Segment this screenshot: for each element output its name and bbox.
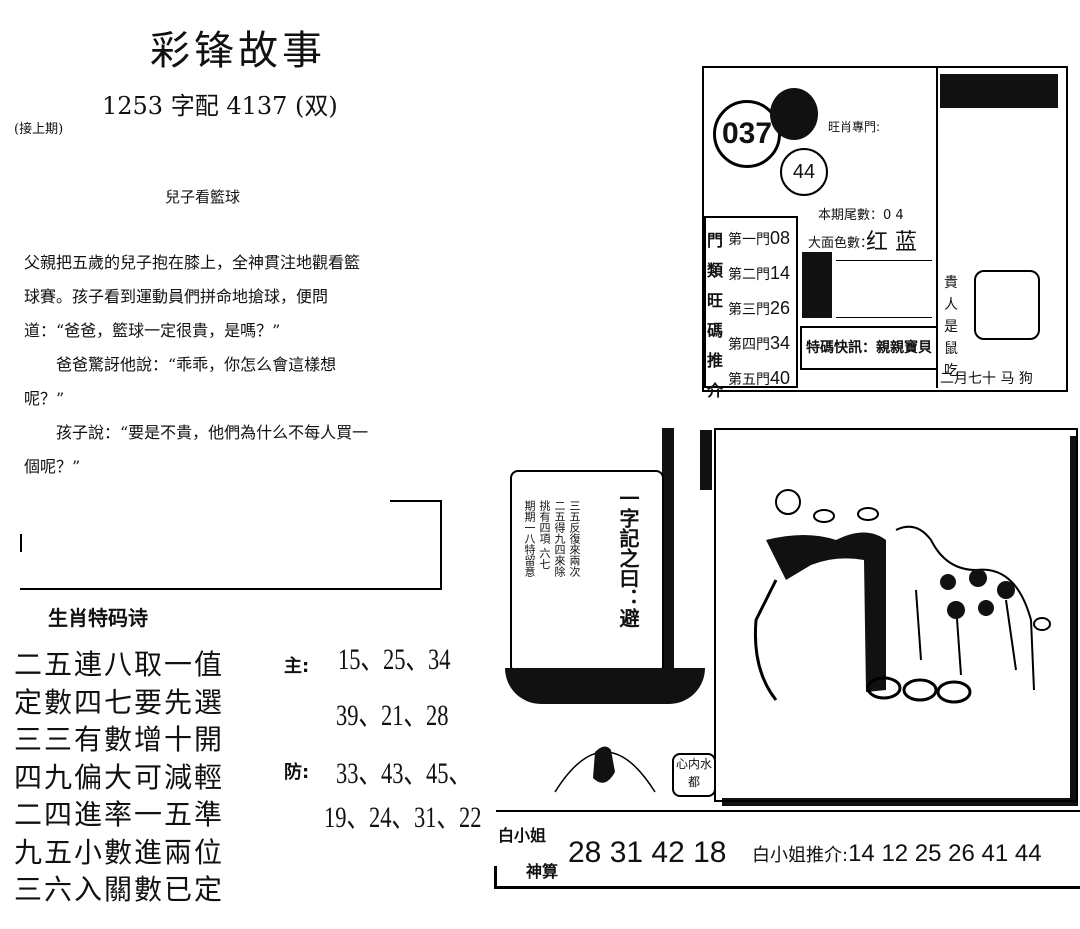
bottom-rule (496, 810, 1080, 812)
empty-box (20, 500, 442, 590)
guard-label: 防: (284, 762, 310, 783)
door-box (704, 216, 798, 388)
flag-icon (700, 430, 712, 490)
lottery-panel (702, 66, 1068, 392)
main-numbers-1: 15、25、34 (338, 643, 451, 676)
door-row: 第五門40 (728, 368, 791, 388)
white-miss-label: 白小姐 (498, 826, 547, 845)
door-row: 第三門26 (728, 298, 791, 318)
ship-headline: 一字記之曰：避 (616, 488, 640, 628)
story-title: 兒子看籃球 (165, 188, 241, 206)
box-edge (390, 500, 442, 502)
door-row: 第四門34 (728, 333, 791, 353)
story-paragraph: 爸爸驚訝他說：“乖乖，你怎么會這樣想呢？” (24, 355, 337, 408)
panel-shadow (1070, 436, 1078, 806)
cartoon-boy-icon (770, 88, 818, 140)
ship-mast (662, 428, 674, 678)
cat-illustration (714, 428, 1078, 802)
poem-lines: 二五連八取一值 定數四七要先選 三三有數增十開 四九偏大可減輕 二四進率一五準 … (14, 646, 224, 909)
poem-line: 三六入關數已定 (14, 873, 225, 906)
story-paragraph: 父親把五歲的兒子抱在膝上，全神貫注地觀看籃球賽。孩子看到運動員們拼命地搶球，便問… (24, 253, 361, 340)
rooster-stamp (535, 712, 675, 802)
page-title: 彩锋故事 (150, 28, 326, 74)
guard-numbers-1: 33、43、45、 (336, 757, 471, 790)
hint-label: 旺肖專門: (828, 120, 881, 134)
issue-number: 1253 字配 4137 (双) (102, 92, 338, 120)
black-block (802, 252, 832, 318)
special-banner: 特碼快訊：親親寶貝 (800, 326, 938, 370)
continued-note: (接上期) (14, 122, 64, 137)
poem-line: 九五小數進兩位 (14, 835, 225, 869)
main-numbers-2: 39、21、28 (336, 699, 449, 732)
pick-numbers: 28 31 42 18 (568, 836, 727, 869)
door-label: 門類旺碼推介 (707, 231, 724, 400)
text-lines (836, 260, 932, 318)
colors: 红 蓝 (866, 230, 917, 255)
poem-line: 三三有數增十開 (14, 723, 225, 756)
story-body: 父親把五歲的兒子抱在膝上，全神貫注地觀看籃球賽。孩子看到運動員們拼命地搶球，便問… (24, 246, 369, 484)
story-paragraph: 孩子說：“要是不貴，他們為什么不每人買一個呢？” (24, 423, 369, 476)
calc-label: 神算 (526, 862, 559, 881)
ship-sail (510, 470, 664, 674)
poem-title: 生肖特码诗 (48, 606, 148, 630)
zodiac-icon-frame (974, 270, 1040, 340)
recommend-numbers: 14 12 25 26 41 44 (848, 840, 1042, 867)
door-row: 第二門14 (728, 263, 791, 283)
main-label: 主: (284, 656, 310, 677)
small-ball: 44 (780, 148, 828, 196)
noble-text: 貴人是 鼠 吃 (944, 275, 958, 379)
door-row: 第一門08 (728, 228, 791, 248)
door-list: 第一門08 第二門14 第三門26 第四門34 第五門40 (728, 222, 790, 397)
rooster-icon (554, 746, 656, 793)
black-header-bar (940, 74, 1058, 108)
zodiac-bottom: 二月七十 马 狗 (940, 371, 1033, 387)
poem-line: 四九偏大可減輕 (14, 760, 225, 794)
poem-line: 二五連八取一值 (14, 648, 225, 681)
recommend-label: 白小姐推介: (752, 845, 849, 866)
bottom-rule (494, 886, 1080, 889)
bottom-bracket (494, 866, 497, 888)
panel-shadow (722, 798, 1078, 806)
poem-line: 定數四七要先選 (14, 685, 225, 719)
right-column (936, 66, 1066, 388)
guard-numbers-2: 19、24、31、22 (324, 801, 482, 834)
stamp-side-label: 心内水都 (672, 753, 716, 797)
color-label: 大面色數： (808, 236, 874, 251)
ship-verse: 三五反復來兩次 二五得九四來除 挑有四項 六七 期期一八特留意 (523, 500, 581, 577)
recommend: 白小姐推介:14 12 25 26 41 44 (752, 840, 1042, 868)
tail-number: 本期尾數：0 4 (818, 208, 904, 223)
cat-drawing-icon (753, 489, 1051, 704)
ship-hull (505, 668, 705, 704)
poem-line: 二四進率一五準 (14, 798, 225, 831)
